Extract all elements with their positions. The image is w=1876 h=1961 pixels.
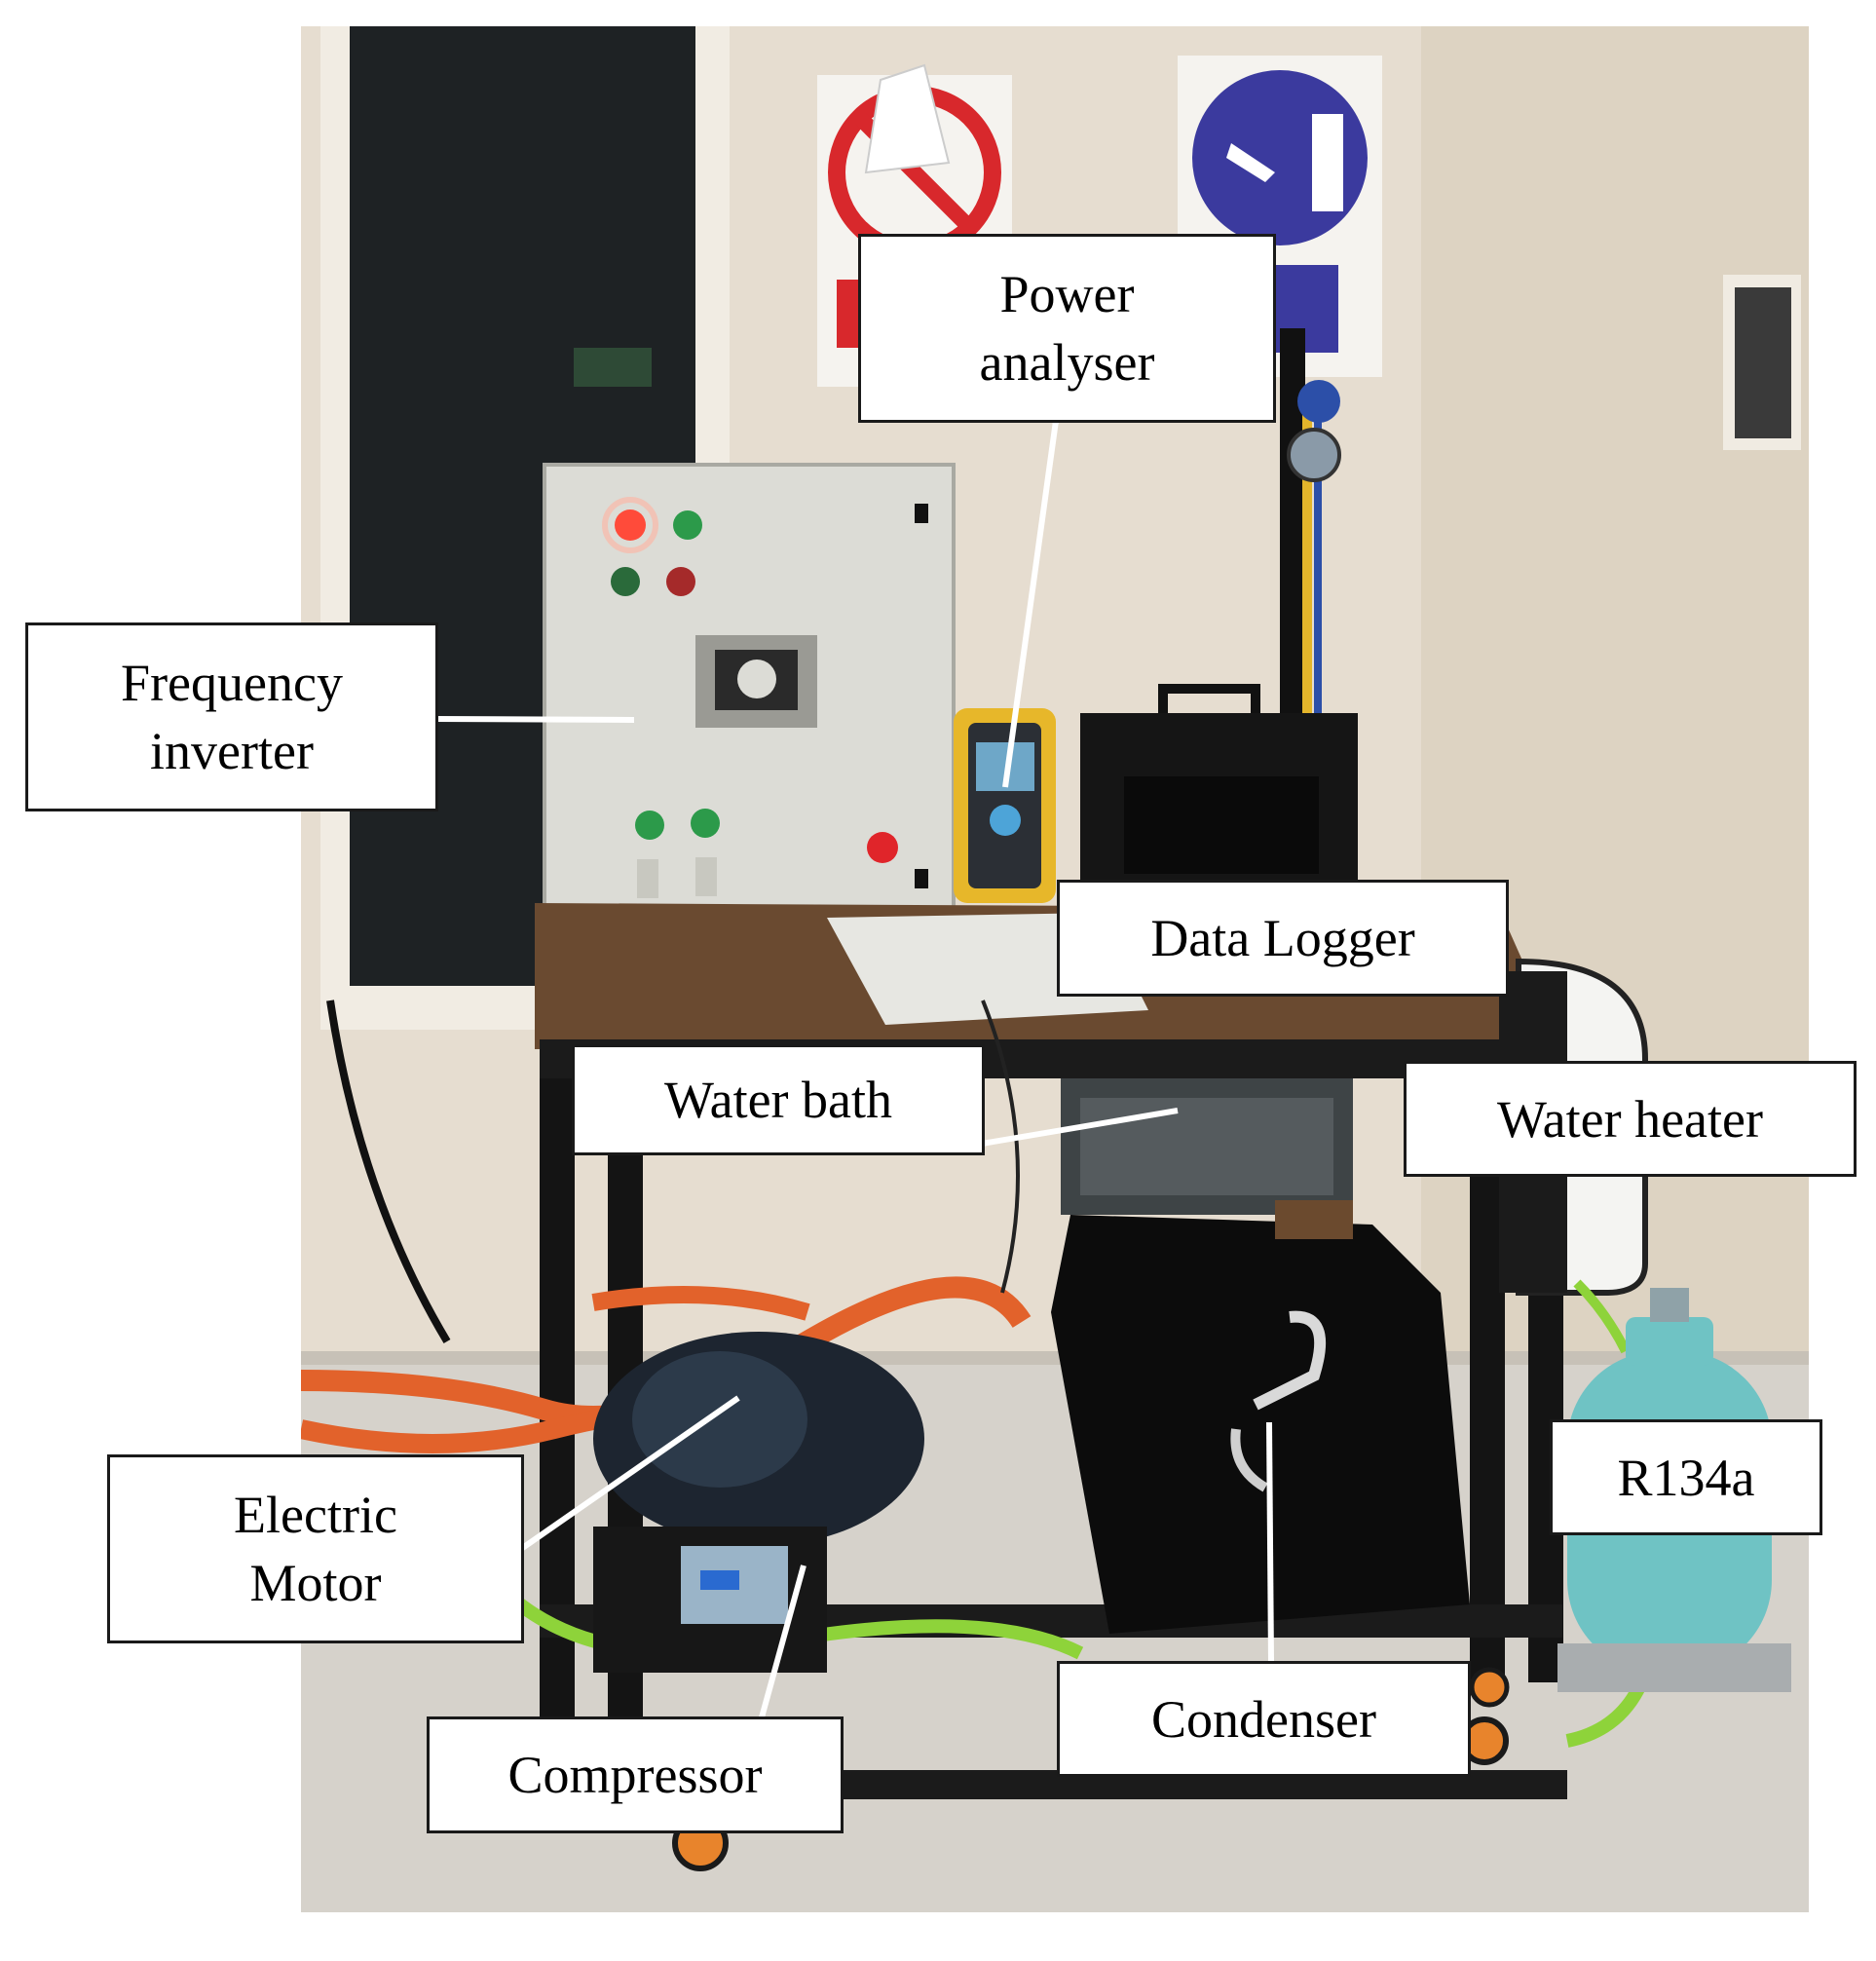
label-electric-motor-line1: Electric xyxy=(234,1486,397,1544)
label-water-bath-text: Water bath xyxy=(663,1071,893,1129)
label-r134a-text: R134a xyxy=(1617,1448,1755,1507)
label-electric-motor-line2: Motor xyxy=(249,1554,382,1612)
label-data-logger: Data Logger xyxy=(1057,880,1509,997)
label-water-heater: Water heater xyxy=(1404,1061,1857,1177)
condenser-unit xyxy=(1051,1215,1470,1634)
label-compressor-text: Compressor xyxy=(507,1746,763,1804)
label-power-analyser: Power analyser xyxy=(858,234,1276,423)
label-water-bath: Water bath xyxy=(572,1044,985,1155)
label-frequency-inverter-line1: Frequency xyxy=(121,654,343,712)
label-electric-motor: Electric Motor xyxy=(107,1454,524,1643)
label-frequency-inverter: Frequency inverter xyxy=(25,622,438,811)
label-frequency-inverter-line2: inverter xyxy=(150,722,314,780)
label-r134a: R134a xyxy=(1550,1419,1822,1535)
label-compressor: Compressor xyxy=(427,1716,844,1833)
label-data-logger-text: Data Logger xyxy=(1150,909,1415,967)
label-power-analyser-line1: Power xyxy=(999,265,1135,323)
label-power-analyser-line2: analyser xyxy=(979,333,1155,392)
label-condenser: Condenser xyxy=(1057,1661,1471,1777)
label-condenser-text: Condenser xyxy=(1151,1689,1376,1749)
label-water-heater-text: Water heater xyxy=(1497,1089,1763,1149)
